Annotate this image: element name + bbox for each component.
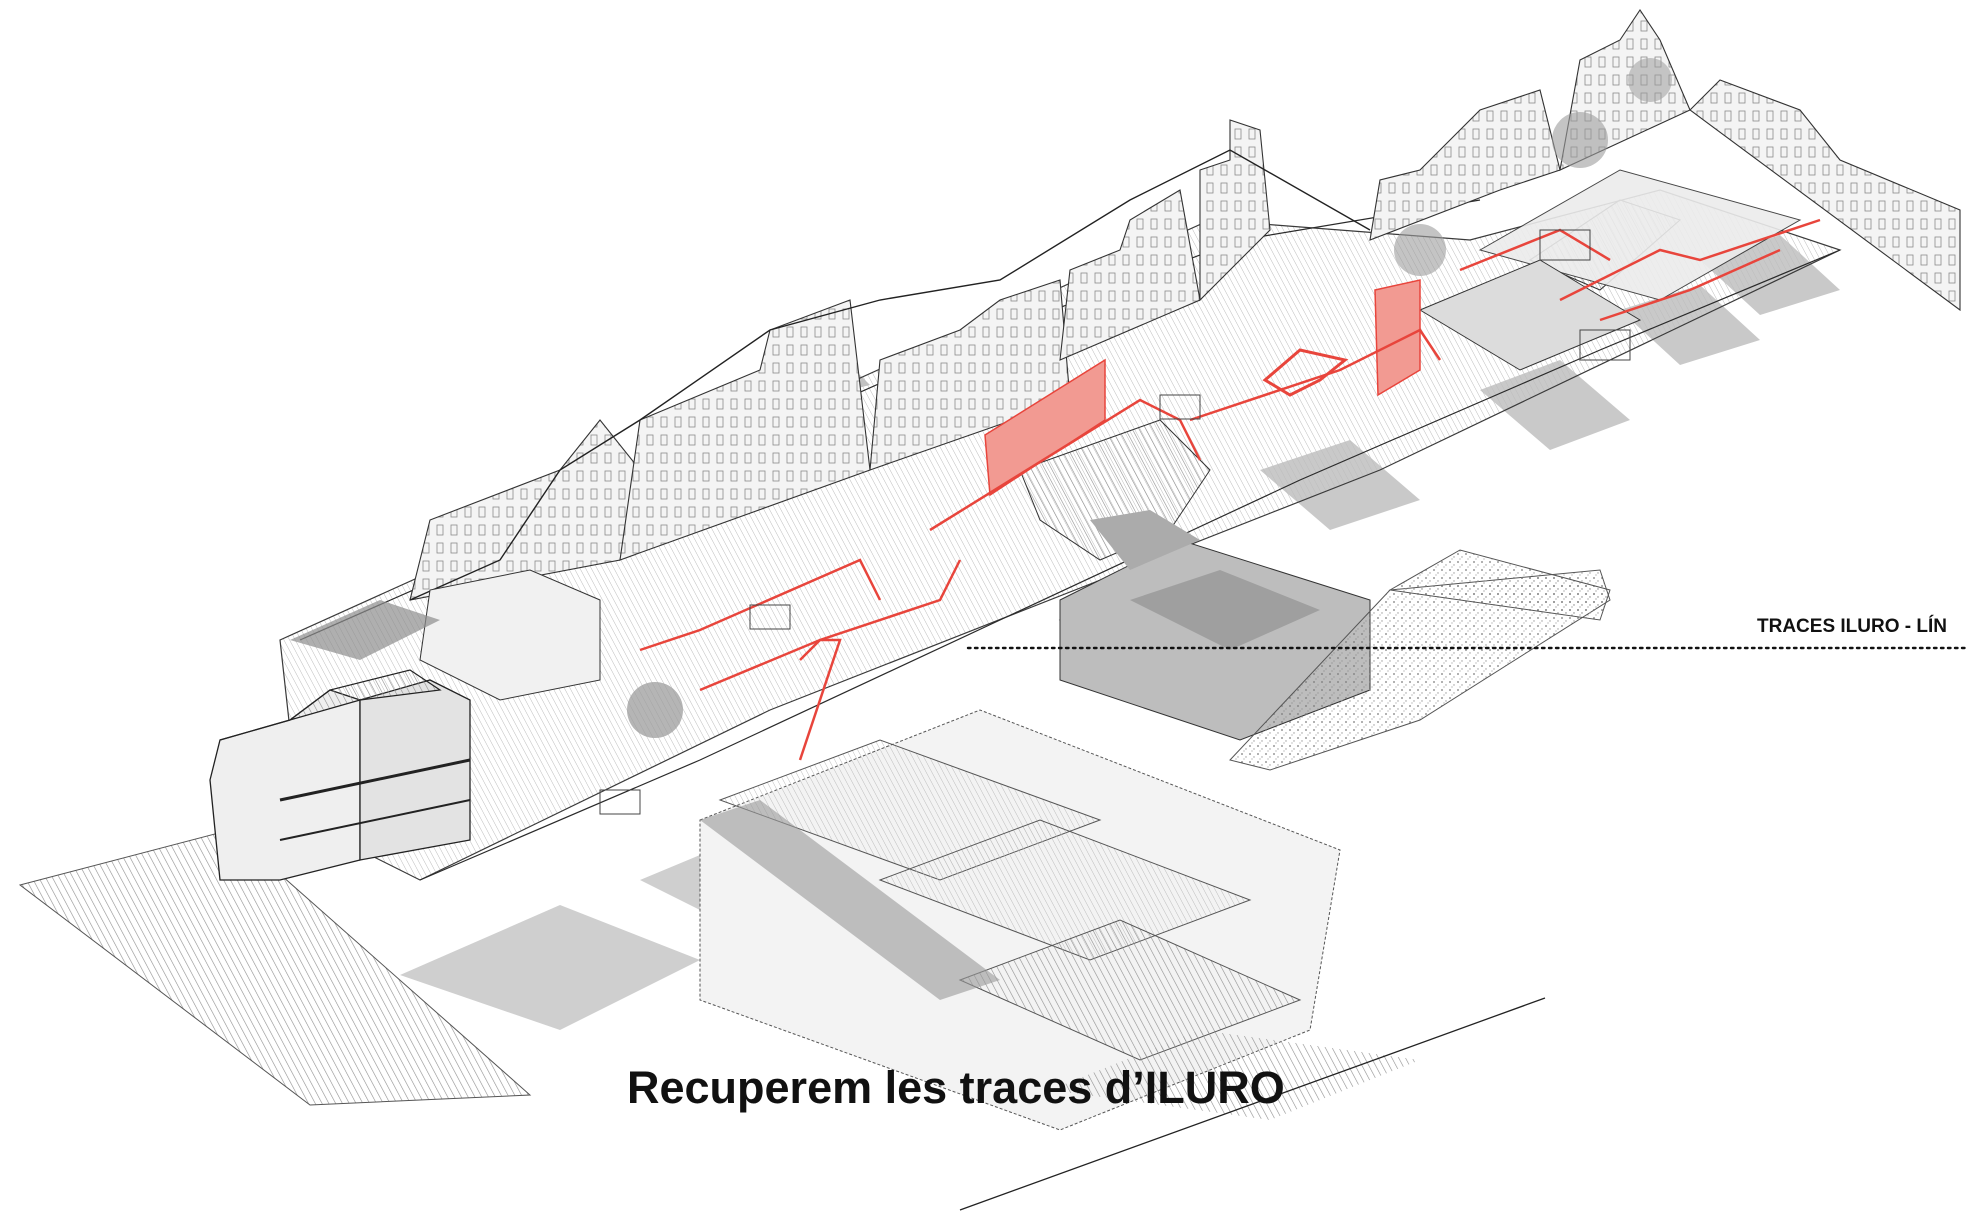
red-wall-east xyxy=(1374,279,1421,397)
scale-elements xyxy=(599,58,1672,815)
dark-roof-patch xyxy=(290,600,440,660)
facade-block-8 xyxy=(1689,79,1961,312)
red-trace-7 xyxy=(1559,218,1821,302)
cafe-tables-1 xyxy=(599,789,641,815)
block-behind-corner xyxy=(419,569,601,701)
foundation-slab xyxy=(1050,1030,1420,1120)
red-trace-8 xyxy=(1599,248,1781,322)
annotation-label: TRACES ILURO - LÍN xyxy=(1757,616,1947,637)
cafe-tables-3 xyxy=(1159,394,1201,420)
roofline-north xyxy=(409,149,1371,601)
tree-1 xyxy=(627,682,683,738)
cafe-tables-2 xyxy=(749,604,791,630)
red-trace-1 xyxy=(639,558,882,652)
facade-block-6 xyxy=(1369,89,1561,241)
corner-building xyxy=(209,569,601,881)
corner-building-side xyxy=(359,679,471,861)
red-trace-5 xyxy=(1189,328,1442,422)
ground-line xyxy=(959,997,1546,1211)
facade-block-5 xyxy=(1199,119,1271,302)
tree-2 xyxy=(1394,224,1446,276)
street-plate-lower xyxy=(400,905,700,1030)
cafe-tables-4 xyxy=(1539,229,1591,261)
section-plane-2 xyxy=(878,819,1252,961)
market-hall xyxy=(1478,169,1802,301)
plaza-foreground xyxy=(18,829,532,1106)
section-plane-3 xyxy=(958,919,1302,1061)
red-facade-arcade xyxy=(984,358,1106,497)
cafe-tables-5 xyxy=(1579,329,1631,361)
tree-3 xyxy=(1552,112,1608,168)
market-building xyxy=(1418,169,1802,371)
facade-row-north xyxy=(409,9,1961,601)
tree-4 xyxy=(1628,58,1672,102)
archaeological-site xyxy=(1090,510,1611,771)
drawing-title: Recuperem les traces d’ILURO xyxy=(627,1062,1285,1113)
section-dark-band xyxy=(700,800,1000,1000)
corner-building-front xyxy=(209,689,361,881)
underground-section xyxy=(699,709,1546,1211)
red-foundation-outline xyxy=(1262,348,1349,397)
red-trace-3 xyxy=(798,638,842,761)
ruins-ground-2 xyxy=(1388,549,1611,621)
red-trace-2 xyxy=(699,559,962,692)
ruins-pit xyxy=(1090,510,1200,570)
corner-building-roof xyxy=(219,669,442,741)
excavation-inner xyxy=(1130,570,1320,650)
